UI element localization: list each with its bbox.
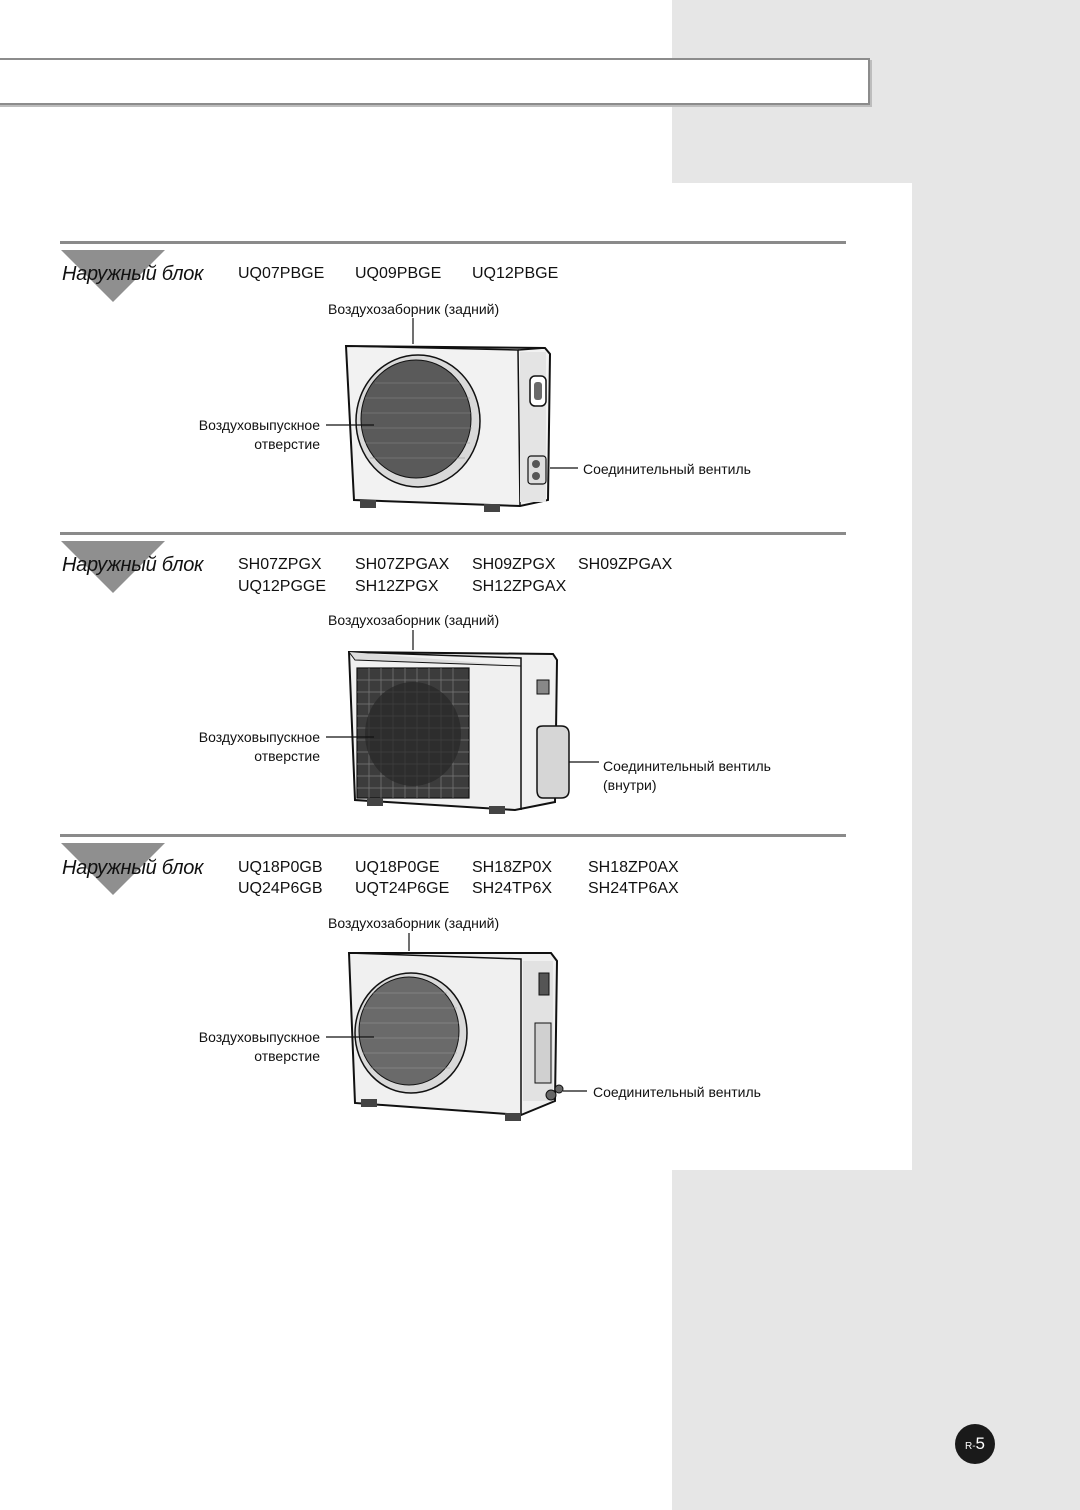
model-code: UQ12PGGE [238,578,327,595]
model-code: UQ07PBGE [238,265,325,282]
model-code: UQ12PBGE [472,265,559,282]
side-band-bottom [672,1170,1080,1510]
model-code: UQT24P6GE [355,880,450,897]
title-bar [0,58,870,105]
outlet-label: Воздуховыпускное [198,1029,320,1045]
section-rule [60,532,846,535]
model-code: SH12ZPGAX [472,578,567,595]
intake-label: Воздухозаборник (задний) [328,612,500,628]
page-number: 5 [975,1434,986,1453]
heading-triangle [61,541,165,593]
valve-label: Соединительный вентиль [593,1084,761,1100]
model-code: SH12ZPGX [355,578,439,595]
outlet-label: отверстие [254,436,320,452]
outlet-label: Воздуховыпускное [198,417,320,433]
side-band-right [912,183,1080,1171]
page-number-badge: R- 5 [955,1424,995,1464]
outlet-label: Воздуховыпускное [198,729,320,745]
section-heading: Наружный блок [62,263,204,285]
model-code: SH24TP6AX [588,880,679,897]
model-code: SH09ZPGAX [578,556,673,573]
section-heading: Наружный блок [62,857,204,879]
model-code: SH18ZP0AX [588,859,679,876]
model-code: UQ24P6GB [238,880,323,897]
valve-label: Соединительный вентиль [603,758,771,774]
section-rule [60,241,846,244]
intake-label: Воздухозаборник (задний) [328,301,500,317]
page-prefix: R- [964,1441,976,1452]
section-heading: Наружный блок [62,554,204,576]
model-code: SH18ZP0X [472,859,553,876]
model-code: SH07ZPGX [238,556,322,573]
outdoor-unit-illustration-1 [344,318,578,512]
valve-label: (внутри) [603,777,657,793]
model-code: UQ18P0GB [238,859,323,876]
model-code: SH24TP6X [472,880,553,897]
outlet-leader-line [326,736,374,738]
model-code: SH09ZPGX [472,556,556,573]
outlet-leader-line [326,424,374,426]
model-code: SH07ZPGAX [355,556,450,573]
model-code: UQ09PBGE [355,265,442,282]
section-rule [60,834,846,837]
model-code: UQ18P0GE [355,859,440,876]
heading-triangle [61,250,165,302]
outlet-label: отверстие [254,1048,320,1064]
valve-label: Соединительный вентиль [583,461,751,477]
intake-label: Воздухозаборник (задний) [328,915,500,931]
outdoor-unit-illustration-3 [347,933,587,1121]
outlet-leader-line [326,1036,374,1038]
heading-triangle [61,843,165,895]
outlet-label: отверстие [254,748,320,764]
outdoor-unit-illustration-2 [347,630,599,814]
